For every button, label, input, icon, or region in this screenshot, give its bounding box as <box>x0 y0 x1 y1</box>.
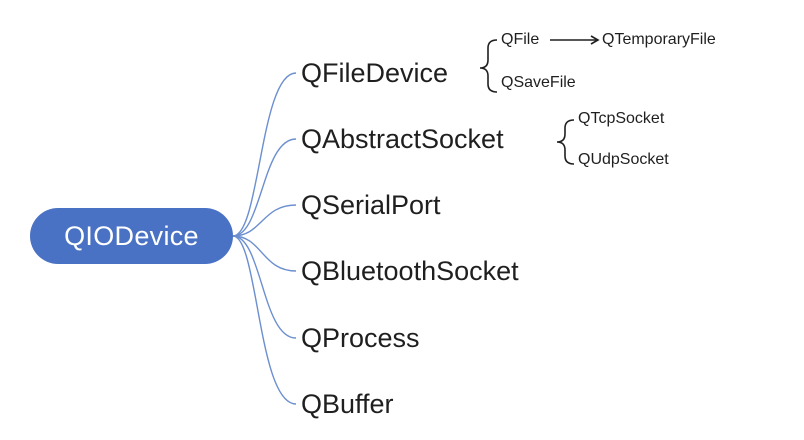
link-qprocess <box>232 235 297 339</box>
link-qbuffer <box>232 235 297 405</box>
brace-qfiledevice <box>479 39 498 93</box>
node-qudpsocket[interactable]: QUdpSocket <box>578 151 669 168</box>
node-qserialport[interactable]: QSerialPort <box>301 190 441 220</box>
link-qbluetoothsocket <box>232 235 297 272</box>
root-node-qiodevice[interactable]: QIODevice <box>30 208 233 264</box>
node-qbluetoothsocket[interactable]: QBluetoothSocket <box>301 256 519 286</box>
node-qtemporaryfile[interactable]: QTemporaryFile <box>602 31 716 48</box>
node-qsavefile[interactable]: QSaveFile <box>501 74 576 91</box>
node-qprocess[interactable]: QProcess <box>301 323 420 353</box>
arrow-head-icon <box>590 35 600 45</box>
link-qfiledevice <box>232 72 297 237</box>
node-qfile[interactable]: QFile <box>501 31 540 48</box>
link-qabstractsocket <box>232 138 297 237</box>
node-qfiledevice[interactable]: QFileDevice <box>301 58 449 88</box>
node-qtcpsocket[interactable]: QTcpSocket <box>578 110 665 127</box>
brace-qabstractsocket <box>556 119 575 165</box>
node-qbuffer[interactable]: QBuffer <box>301 389 394 419</box>
link-qserialport <box>232 204 297 237</box>
node-qabstractsocket[interactable]: QAbstractSocket <box>301 124 504 154</box>
